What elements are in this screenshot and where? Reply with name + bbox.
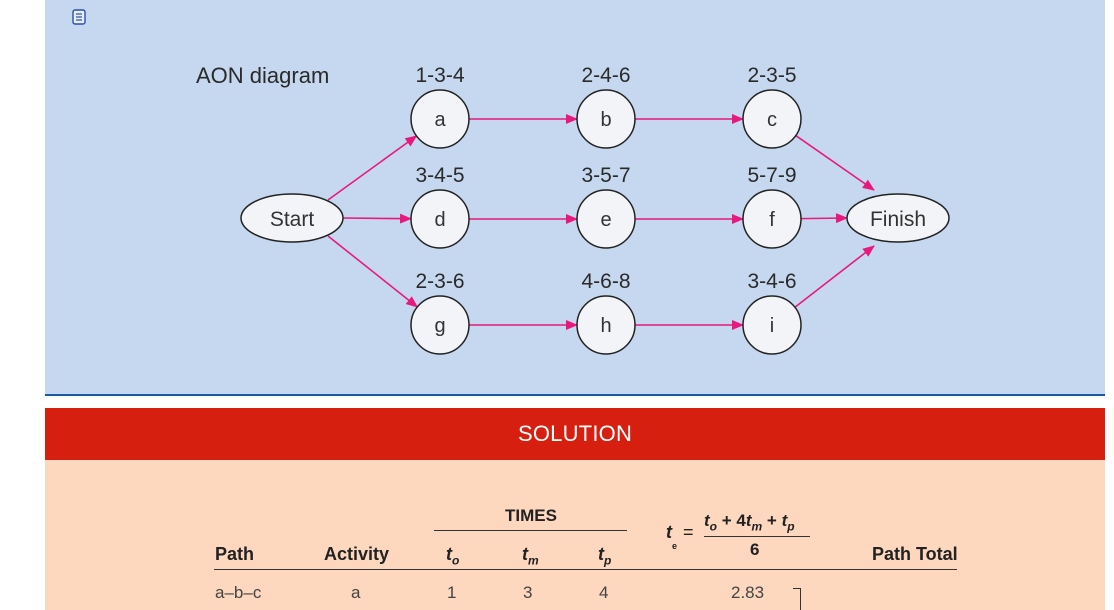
node-time-estimates: 2-3-5 xyxy=(747,64,796,87)
row-activity: a xyxy=(351,583,361,602)
node-circle xyxy=(576,189,636,249)
edge-start-g xyxy=(327,235,419,308)
activity-node-g: g 2-3-6 xyxy=(410,270,470,355)
activity-node-e: e 3-5-7 xyxy=(576,164,636,249)
node-id-label: i xyxy=(770,315,774,337)
activity-node-b: b 2-4-6 xyxy=(576,64,636,149)
node-time-estimates: 3-4-5 xyxy=(415,164,464,187)
col-tp: tp xyxy=(598,544,612,568)
node-id-label: b xyxy=(600,109,611,131)
activity-node-d: d 3-4-5 xyxy=(410,164,470,249)
col-path: Path xyxy=(215,544,255,564)
equals-sign: = xyxy=(683,522,694,542)
aon-network-diagram: AON diagram a 1-3-4 b 2-4-6 c 2-3-5 d 3-4-5 e 3-5… xyxy=(196,63,950,355)
times-group-header: TIMES xyxy=(505,506,557,525)
node-time-estimates: 2-3-6 xyxy=(415,270,464,293)
header-rule xyxy=(214,569,957,570)
node-time-estimates: 2-4-6 xyxy=(581,64,630,87)
row-path: a–b–c xyxy=(215,583,262,602)
node-time-estimates: 4-6-8 xyxy=(581,270,630,293)
start-label: Start xyxy=(270,208,315,231)
node-id-label: f xyxy=(769,209,775,231)
edge-c-finish xyxy=(795,134,875,191)
node-circle xyxy=(576,89,636,149)
activity-node-a: a 1-3-4 xyxy=(410,64,470,149)
start-node: Start xyxy=(240,193,344,243)
activity-node-f: f 5-7-9 xyxy=(742,164,802,249)
edge-i-finish xyxy=(794,245,875,308)
col-to: to xyxy=(446,544,460,568)
node-circle xyxy=(742,295,802,355)
row-to: 1 xyxy=(447,583,457,602)
diagram-title: AON diagram xyxy=(196,63,329,88)
solution-title: SOLUTION xyxy=(517,421,633,446)
edge-start-a xyxy=(327,135,418,201)
node-circle xyxy=(410,189,470,249)
nodes: a 1-3-4 b 2-4-6 c 2-3-5 d 3-4-5 e 3-5-7 f 5-7-9 g 2-3… xyxy=(410,64,802,355)
activity-node-c: c 2-3-5 xyxy=(742,64,802,149)
row-te: 2.83 xyxy=(731,583,765,602)
col-activity: Activity xyxy=(324,544,390,564)
edge-f-finish xyxy=(800,213,848,224)
path-bracket xyxy=(793,588,801,610)
solution-table: TIMES te = to + 4tm + tp 6 Path Activity… xyxy=(45,460,1105,610)
node-circle xyxy=(576,295,636,355)
edges xyxy=(327,114,875,330)
col-path-total: Path Total xyxy=(872,544,958,564)
node-circle xyxy=(742,89,802,149)
finish-node: Finish xyxy=(846,193,950,243)
node-time-estimates: 3-5-7 xyxy=(581,164,630,187)
finish-label: Finish xyxy=(870,208,926,231)
node-id-label: c xyxy=(767,109,777,131)
node-time-estimates: 1-3-4 xyxy=(415,64,464,87)
te-formula-numerator: to + 4tm + tp xyxy=(704,511,795,534)
times-group-rule xyxy=(434,530,627,531)
node-id-label: d xyxy=(434,209,445,231)
node-id-label: a xyxy=(434,109,446,131)
node-time-estimates: 3-4-6 xyxy=(747,270,796,293)
node-circle xyxy=(410,89,470,149)
col-tm: tm xyxy=(522,544,539,568)
activity-node-i: i 3-4-6 xyxy=(742,270,802,355)
row-tp: 4 xyxy=(599,583,609,602)
node-id-label: g xyxy=(434,315,445,337)
document-icon[interactable] xyxy=(72,9,86,25)
node-circle xyxy=(742,189,802,249)
solution-header: SOLUTION xyxy=(45,408,1105,460)
te-symbol: te xyxy=(666,522,678,551)
node-id-label: h xyxy=(600,315,611,337)
node-circle xyxy=(410,295,470,355)
edge-start-d xyxy=(342,213,413,224)
node-time-estimates: 5-7-9 xyxy=(747,164,796,187)
te-formula-bar xyxy=(704,536,810,537)
activity-node-h: h 4-6-8 xyxy=(576,270,636,355)
node-id-label: e xyxy=(600,209,611,231)
te-formula-denominator: 6 xyxy=(750,540,760,559)
row-tm: 3 xyxy=(523,583,533,602)
